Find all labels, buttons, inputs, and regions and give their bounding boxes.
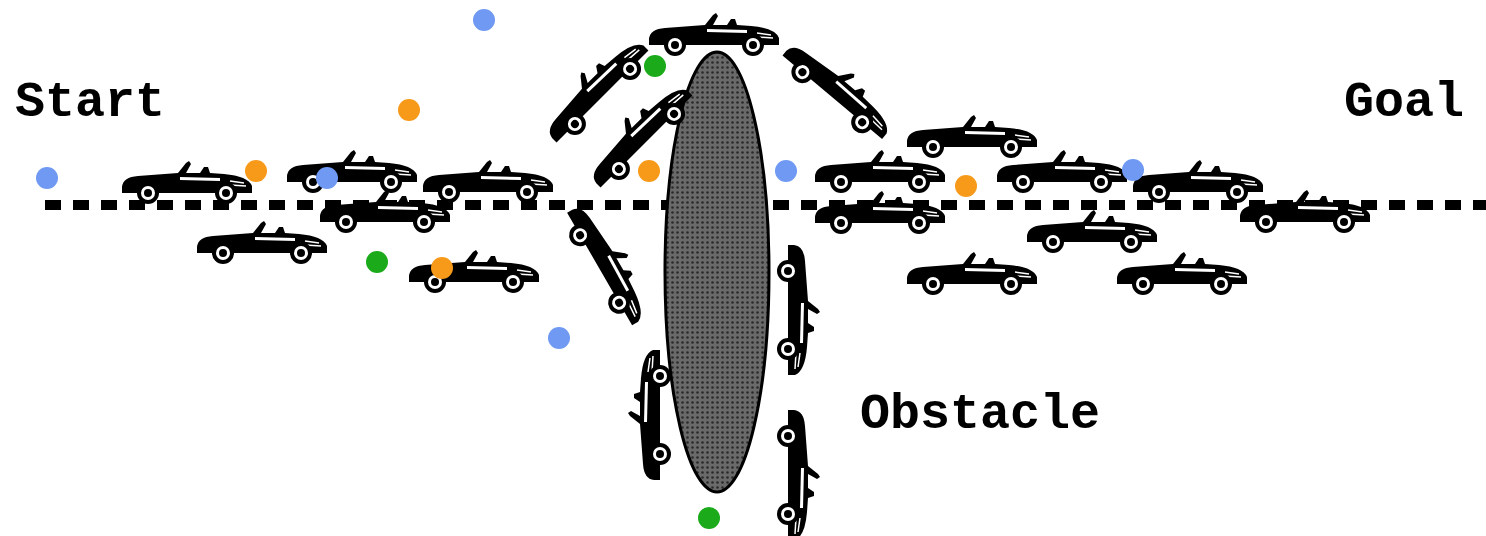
sample-dot: [698, 507, 720, 529]
car-icon: [1133, 160, 1263, 203]
car-icon: [197, 221, 327, 264]
car-icon: [1240, 190, 1370, 233]
sample-dot: [775, 160, 797, 182]
goal-label: Goal: [1344, 78, 1464, 128]
car-icon: [777, 245, 820, 375]
car-icon: [815, 150, 945, 193]
car-icon: [409, 250, 539, 293]
car-icon: [907, 252, 1037, 295]
sample-dot: [548, 327, 570, 349]
start-label: Start: [15, 78, 165, 128]
sample-dot: [366, 251, 388, 273]
car-icon: [775, 31, 902, 148]
car-icon: [1027, 210, 1157, 253]
car-icon: [649, 13, 779, 56]
car-icon: [558, 197, 660, 331]
sample-dot: [36, 167, 58, 189]
sample-dot: [473, 9, 495, 31]
sample-dot: [398, 99, 420, 121]
sample-dot: [245, 160, 267, 182]
sample-dot: [644, 55, 666, 77]
car-icon: [628, 350, 671, 480]
sample-dot: [431, 257, 453, 279]
car-icon: [122, 161, 252, 204]
car-icon: [815, 191, 945, 234]
car-group: [122, 13, 1370, 536]
car-icon: [287, 150, 417, 193]
sample-dots: [36, 9, 1144, 529]
sample-dot: [1122, 159, 1144, 181]
car-icon: [320, 190, 450, 233]
obstacle-label: Obstacle: [860, 390, 1100, 440]
car-icon: [907, 115, 1037, 158]
car-icon: [578, 73, 700, 195]
car-icon: [777, 410, 820, 536]
car-icon: [997, 150, 1127, 193]
sample-dot: [638, 160, 660, 182]
car-icon: [1117, 252, 1247, 295]
sample-dot: [316, 167, 338, 189]
car-icon: [423, 160, 553, 203]
sample-dot: [955, 175, 977, 197]
